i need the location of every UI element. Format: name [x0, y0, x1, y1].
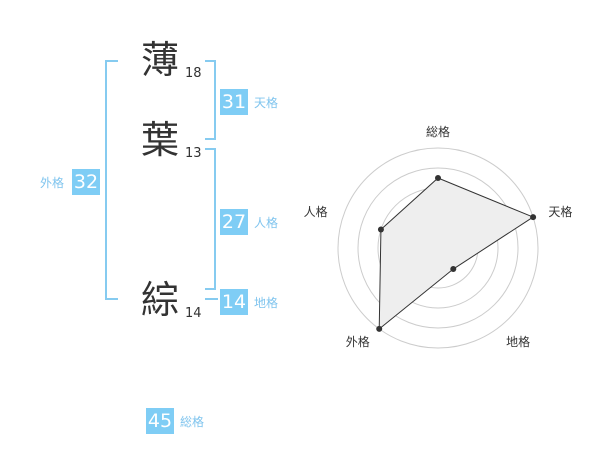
jinkaku-value-badge: 27 [220, 209, 248, 235]
radar-grid-ring [337, 147, 539, 349]
name-char-3-strokes: 14 [185, 306, 202, 321]
name-char-1: 薄 [141, 38, 180, 82]
radar-point [450, 266, 457, 273]
radar-axis-label: 外格 [346, 334, 370, 349]
name-char-1-strokes: 18 [185, 66, 202, 81]
radar-points [376, 175, 537, 332]
soukaku-label: 総格 [180, 415, 205, 429]
chikaku-connector [205, 298, 218, 300]
name-char-2: 葉 [141, 118, 180, 162]
radar-axis-label: 総格 [426, 124, 450, 139]
soukaku-value-badge: 45 [146, 408, 174, 434]
gaikaku-label: 外格 [40, 176, 65, 190]
radar-point [530, 214, 537, 221]
jinkaku-label: 人格 [254, 216, 279, 230]
tenkaku-value-badge: 31 [220, 89, 248, 115]
gaikaku-value-badge: 32 [72, 169, 100, 195]
name-char-2-strokes: 13 [185, 146, 202, 161]
radar-point [376, 325, 383, 332]
radar-axis-label: 地格 [506, 334, 530, 349]
radar-axis-label: 天格 [548, 204, 572, 219]
radar-grid-ring [357, 167, 519, 329]
chikaku-value-badge: 14 [220, 289, 248, 315]
chikaku-label: 地格 [254, 296, 279, 310]
radar-point [377, 226, 384, 233]
radar-area [378, 177, 535, 330]
radar-axis-label: 人格 [304, 204, 328, 219]
name-char-3: 綜 [141, 278, 180, 322]
radar-point [435, 175, 441, 181]
tenkaku-label: 天格 [254, 96, 279, 110]
